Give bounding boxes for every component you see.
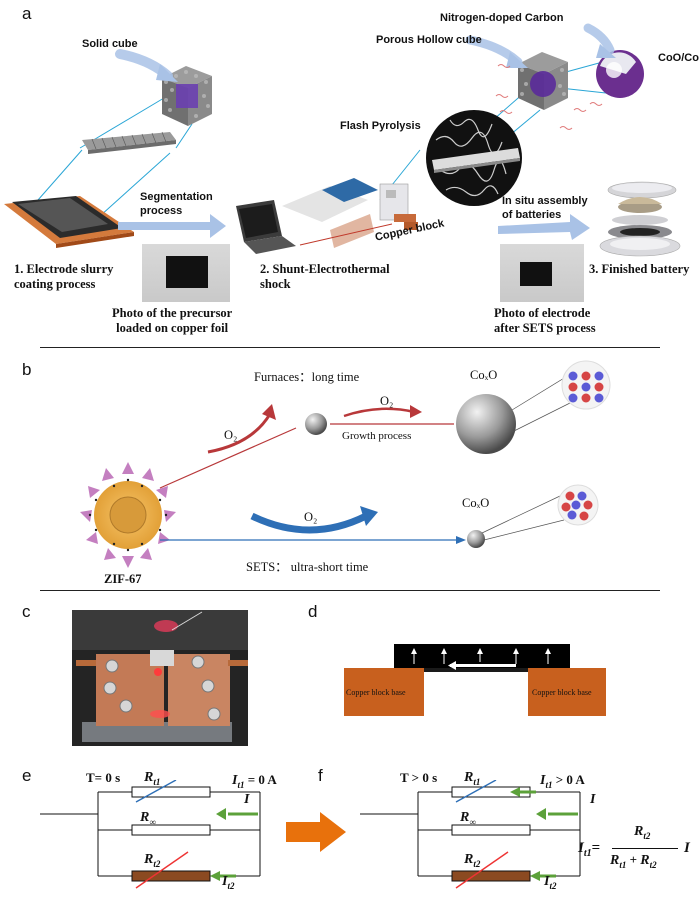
- panel-c-label: c: [22, 602, 31, 621]
- current-formula: It1= Rt2 Rt1 + Rt2 I: [578, 824, 696, 886]
- f-r-t1: Rt1: [464, 770, 481, 787]
- formula-tail: I: [684, 840, 690, 856]
- step2-label: 2. Shunt-Electrothermal shock: [260, 262, 390, 291]
- sets-label: SETS： ultra-short time: [246, 560, 369, 574]
- porous-hollow-cube-icon: [518, 52, 568, 110]
- atoms-top: [568, 371, 604, 403]
- coxo-top-label: CoₓO: [470, 368, 498, 382]
- divider-2: [40, 590, 660, 591]
- f-time-label: T > 0 s: [400, 770, 438, 785]
- solid-cube-icon: [162, 66, 212, 126]
- laptop-icon: [236, 200, 296, 254]
- photo-precursor-caption: Photo of the precursor loaded on copper …: [112, 306, 233, 335]
- coxo-bottom-label: CoₓO: [462, 496, 490, 510]
- panel-b-graphics: [80, 360, 611, 568]
- formula-denominator: Rt1 + Rt2: [610, 852, 657, 870]
- divider-1: [40, 347, 660, 348]
- f-r-inf: R∞: [460, 810, 476, 827]
- e-i: I: [244, 792, 250, 807]
- panel-e-label: e: [22, 766, 32, 785]
- f-i: I: [590, 792, 596, 807]
- photo-electrode-caption: Photo of electrode after SETS process: [494, 306, 596, 335]
- circuit-e: [40, 780, 261, 889]
- furnaces-label: Furnaces：long time: [254, 370, 360, 384]
- f-i-t1: It1 > 0 A: [540, 772, 585, 790]
- growth-label: Growth process: [342, 430, 412, 442]
- f-r-t2: Rt2: [464, 852, 481, 869]
- f-i-t2: It2: [544, 874, 557, 891]
- base-right-label: Copper block base: [532, 688, 592, 697]
- formula-fraction-bar: [612, 848, 678, 849]
- in-situ-assembly-label: In situ assembly of batteries: [502, 195, 588, 221]
- e-r-inf: R∞: [140, 810, 156, 827]
- flash-pyrolysis-label: Flash Pyrolysis: [340, 120, 421, 132]
- assembly-arrow: [498, 214, 590, 240]
- zif-67-icon: [80, 462, 176, 568]
- formula-numerator: Rt2: [634, 824, 651, 841]
- e-i-t2: It2: [222, 874, 235, 891]
- panel-a-label: a: [22, 4, 32, 23]
- flash-pyrolysis-icon: [426, 110, 522, 206]
- power-supply-icon: [282, 178, 378, 248]
- solid-cube-label: Solid cube: [82, 38, 138, 50]
- electrode-swatch: [520, 262, 552, 286]
- zif-67-label: ZIF-67: [104, 572, 142, 586]
- circuit-f: [360, 780, 581, 889]
- formula-lhs: It1=: [578, 840, 601, 859]
- segmentation-label: Segmentation process: [140, 191, 213, 217]
- e-r-t1: Rt1: [144, 770, 161, 787]
- atoms-bottom: [561, 491, 593, 521]
- o2-label-3: O₂: [304, 510, 318, 524]
- panel-d-label: d: [308, 602, 318, 621]
- battery-icon: [599, 181, 681, 257]
- flash-device-icon: [379, 183, 418, 230]
- step1-label: 1. Electrode slurry coating process: [14, 262, 114, 291]
- o2-label-1: O₂: [224, 428, 238, 442]
- o2-label-2: O₂: [380, 394, 394, 408]
- base-left-label: Copper block base: [346, 688, 406, 697]
- device-photo: [72, 610, 248, 746]
- step3-label: 3. Finished battery: [589, 262, 690, 276]
- e-time-label: T= 0 s: [86, 770, 121, 785]
- panel-f-label: f: [318, 766, 323, 785]
- e-r-t2: Rt2: [144, 852, 161, 869]
- transition-arrow: [286, 812, 346, 852]
- copper-block-diagram: [344, 644, 606, 716]
- porous-hollow-cube-label: Porous Hollow cube: [376, 34, 482, 46]
- e-i-t1: It1 = 0 A: [232, 772, 277, 790]
- panel-a-graphics: [4, 23, 681, 257]
- panel-b-label: b: [22, 360, 32, 379]
- electrode-sheet-icon: [4, 196, 134, 248]
- cube-strip-icon: [82, 131, 176, 154]
- segmentation-arrow: [118, 214, 226, 238]
- coo-co-label: CoO/Co: [658, 52, 699, 64]
- precursor-swatch: [166, 256, 208, 288]
- nitrogen-doped-carbon-label: Nitrogen-doped Carbon: [440, 12, 564, 24]
